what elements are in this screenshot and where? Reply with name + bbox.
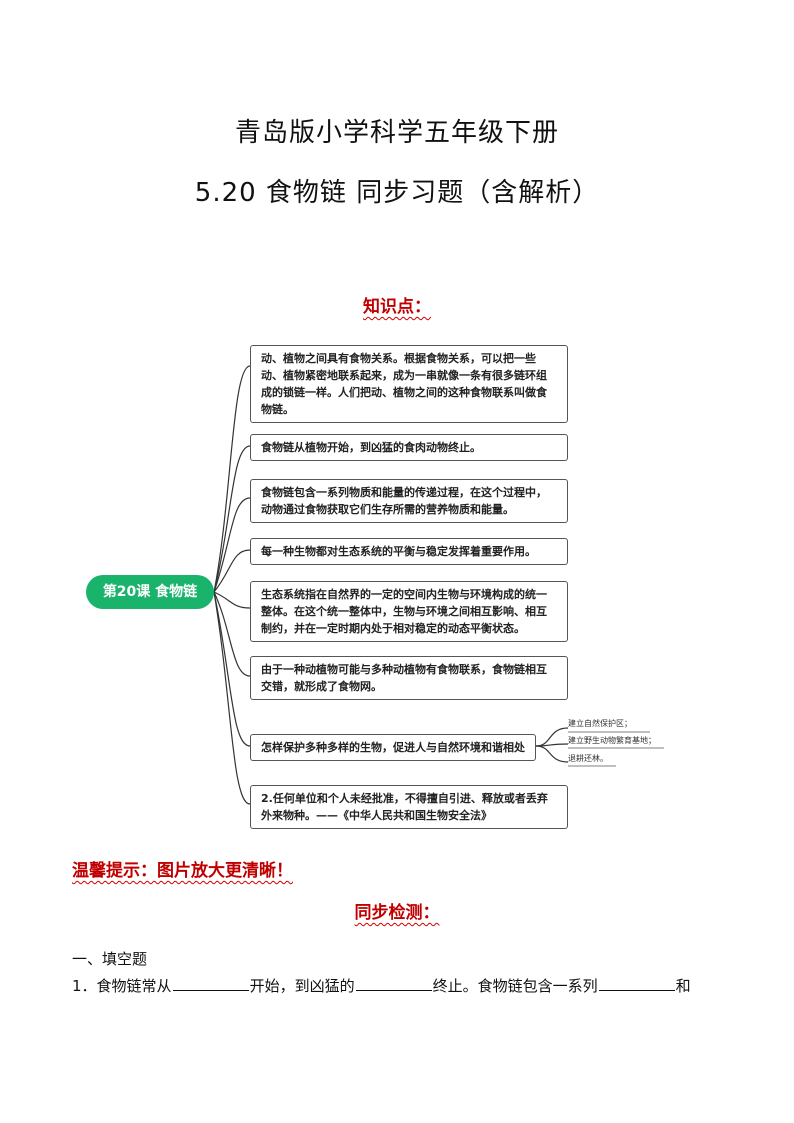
connector-5: [213, 591, 251, 609]
mindmap-node-5: 生态系统指在自然界的一定的空间内生物与环境构成的统一整体。在这个统一整体中，生物…: [250, 581, 568, 642]
connector-6: [213, 591, 251, 677]
mindmap-subitem-2: 建立野生动物繁育基地；: [568, 736, 656, 745]
answer-blank[interactable]: [355, 975, 432, 991]
connector-2: [213, 445, 251, 593]
knowledge-heading-text: 知识点：: [363, 297, 431, 317]
question-text-part: 终止。食物链包含一系列: [432, 977, 598, 995]
mindmap-node-2: 食物链从植物开始，到凶猛的食肉动物终止。: [250, 434, 568, 461]
mindmap-root: 第20课 食物链: [86, 575, 214, 609]
question-1: 1．食物链常从 开始，到凶猛的 终止。食物链包含一系列 和: [72, 975, 691, 996]
answer-blank[interactable]: [172, 975, 249, 991]
question-text-part: 和: [675, 977, 691, 995]
connector-sub-1: [535, 727, 569, 747]
mindmap-subitem-1: 建立自然保护区；: [568, 719, 632, 728]
fill-in-section-title: 一、填空题: [72, 950, 148, 968]
connector-4: [213, 549, 251, 593]
tip-notice-text: 温馨提示：图片放大更清晰！: [72, 861, 293, 881]
mindmap-node-7: 怎样保护多种多样的生物，促进人与自然环境和谐相处: [250, 734, 536, 761]
sync-check-heading-text: 同步检测：: [354, 903, 440, 923]
question-text-part: 食物链常从: [96, 977, 172, 995]
mindmap-connectors: [213, 365, 664, 805]
connector-7: [213, 591, 251, 747]
mindmap-node-1: 动、植物之间具有食物关系。根据食物关系，可以把一些动、植物紧密地联系起来，成为一…: [250, 345, 568, 423]
knowledge-heading: 知识点：: [0, 292, 794, 317]
document-subtitle: 5.20 食物链 同步习题（含解析）: [194, 178, 600, 208]
mindmap-node-6: 由于一种动植物可能与多种动植物有食物联系，食物链相互交错，就形成了食物网。: [250, 656, 568, 700]
mindmap-subitem-3: 退耕还林。: [568, 754, 608, 763]
tip-notice: 温馨提示：图片放大更清晰！: [72, 856, 293, 881]
answer-blank[interactable]: [598, 975, 675, 991]
connector-8: [213, 591, 251, 805]
sync-check-heading: 同步检测：: [0, 898, 794, 923]
question-number: 1．: [72, 977, 97, 995]
mindmap-node-3: 食物链包含一系列物质和能量的传递过程，在这个过程中，动物通过食物获取它们生存所需…: [250, 479, 568, 523]
mindmap-node-4: 每一种生物都对生态系统的平衡与稳定发挥着重要作用。: [250, 538, 568, 565]
connector-3: [213, 497, 251, 593]
document-title: 青岛版小学科学五年级下册: [234, 118, 559, 148]
connector-sub-3: [535, 745, 569, 763]
question-text-part: 开始，到凶猛的: [249, 977, 355, 995]
mindmap-node-8: 2.任何单位和个人未经批准，不得擅自引进、释放或者丢弃外来物种。——《中华人民共…: [250, 785, 568, 829]
connector-1: [213, 365, 251, 593]
